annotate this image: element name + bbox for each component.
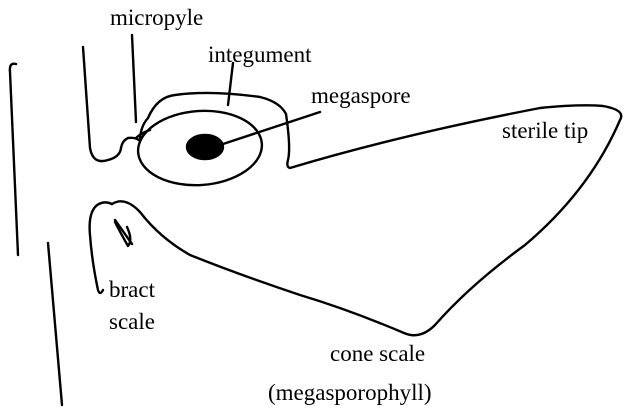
label-bract-line1: bract	[109, 274, 155, 306]
label-bract-line2: scale	[109, 306, 155, 338]
label-micropyle: micropyle	[110, 5, 203, 31]
label-integument: integument	[208, 42, 311, 68]
label-sterile-tip: sterile tip	[502, 118, 588, 144]
bract-scale-lobe	[115, 222, 130, 246]
micropyle-pointer	[132, 35, 136, 122]
lower-axis-line	[48, 243, 62, 405]
label-bract-scale: bract scale	[109, 274, 155, 338]
label-megasporophyll: (megasporophyll)	[268, 380, 432, 406]
label-cone-scale: cone scale	[330, 341, 425, 367]
cone-axis-line	[83, 47, 121, 161]
bracket-line	[10, 64, 18, 255]
megaspore-dot	[187, 135, 223, 159]
label-megaspore: megaspore	[311, 83, 411, 109]
integument-pointer	[228, 63, 233, 105]
